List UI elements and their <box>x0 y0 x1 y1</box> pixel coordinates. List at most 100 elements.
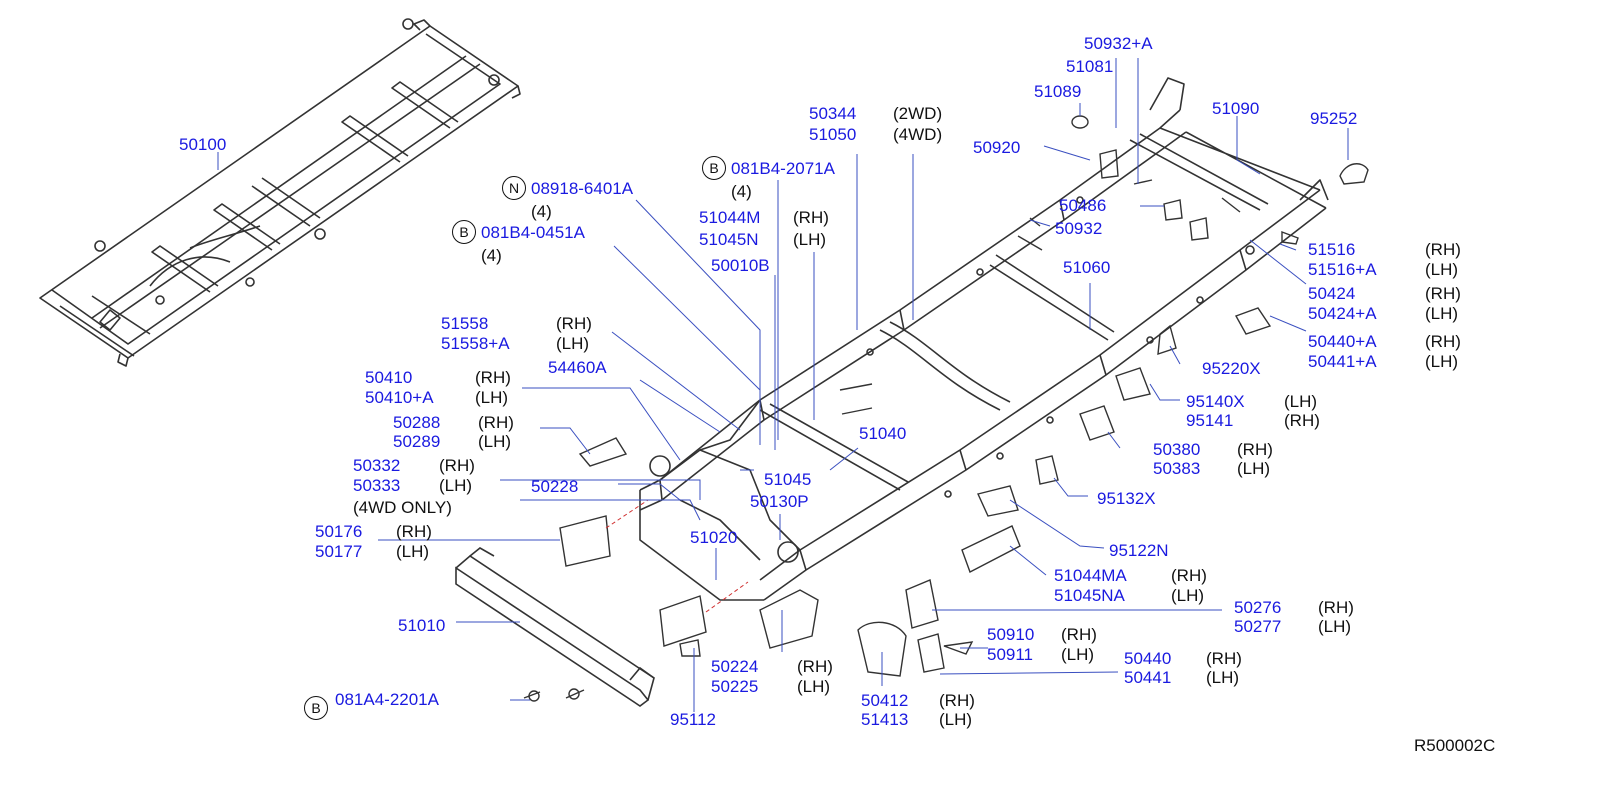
side-rh: (RH) <box>1237 440 1273 459</box>
label-50288[interactable]: 50288 <box>393 413 441 432</box>
note-4wd-only: (4WD ONLY) <box>353 498 452 517</box>
side-rh: (RH) <box>1284 411 1320 430</box>
small-parts-illustration <box>523 115 1369 702</box>
label-50412[interactable]: 50412 <box>861 691 909 710</box>
side-lh: (LH) <box>1171 586 1205 605</box>
side-rh: (RH) <box>797 657 833 676</box>
side-lh: (LH) <box>475 388 509 407</box>
label-51413[interactable]: 51413 <box>861 710 909 729</box>
label-50277[interactable]: 50277 <box>1234 617 1282 636</box>
label-50333[interactable]: 50333 <box>353 476 401 495</box>
label-50100[interactable]: 50100 <box>179 135 227 154</box>
label-081b4-0451a[interactable]: 081B4-0451A <box>481 223 585 242</box>
label-51060[interactable]: 51060 <box>1063 258 1111 277</box>
label-95132x[interactable]: 95132X <box>1097 489 1156 508</box>
overview-frame-illustration <box>39 18 521 367</box>
label-51020[interactable]: 51020 <box>690 528 738 547</box>
qty-4: (4) <box>731 182 752 201</box>
side-lh: (LH) <box>1237 459 1271 478</box>
label-51516[interactable]: 51516 <box>1308 240 1356 259</box>
label-51045n[interactable]: 51045N <box>699 230 759 249</box>
label-50010b[interactable]: 50010B <box>711 256 770 275</box>
label-95140x[interactable]: 95140X <box>1186 392 1245 411</box>
leader-lines <box>378 58 1349 712</box>
side-rh: (RH) <box>439 456 475 475</box>
side-rh: (RH) <box>793 208 829 227</box>
side-rh: (RH) <box>556 314 592 333</box>
label-95112[interactable]: 95112 <box>670 710 717 729</box>
label-50410a[interactable]: 50410+A <box>365 388 434 407</box>
label-50224[interactable]: 50224 <box>711 657 759 676</box>
label-51045[interactable]: 51045 <box>764 470 812 489</box>
side-lh: (LH) <box>1425 352 1459 371</box>
label-50177[interactable]: 50177 <box>315 542 363 561</box>
label-50920[interactable]: 50920 <box>973 138 1021 157</box>
main-frame-illustration <box>639 77 1329 601</box>
label-95252[interactable]: 95252 <box>1310 109 1358 128</box>
side-rh: (RH) <box>1425 284 1461 303</box>
label-54460a[interactable]: 54460A <box>548 358 607 377</box>
label-50424a[interactable]: 50424+A <box>1308 304 1377 323</box>
side-rh: (RH) <box>396 522 432 541</box>
label-51090[interactable]: 51090 <box>1212 99 1260 118</box>
side-lh: (LH) <box>1425 260 1459 279</box>
label-51050[interactable]: 51050 <box>809 125 857 144</box>
qty-4: (4) <box>481 246 502 265</box>
label-50289[interactable]: 50289 <box>393 432 441 451</box>
side-lh: (LH) <box>1061 645 1095 664</box>
label-50440a[interactable]: 50440+A <box>1308 332 1377 351</box>
label-95220x[interactable]: 95220X <box>1202 359 1261 378</box>
bolt-b-icon: B <box>304 696 328 720</box>
label-081b4-2071a[interactable]: 081B4-2071A <box>731 159 835 178</box>
label-51516a[interactable]: 51516+A <box>1308 260 1377 279</box>
label-50410[interactable]: 50410 <box>365 368 413 387</box>
qty-4: (4) <box>531 202 552 221</box>
label-50424[interactable]: 50424 <box>1308 284 1356 303</box>
label-50380[interactable]: 50380 <box>1153 440 1201 459</box>
label-51081[interactable]: 51081 <box>1066 57 1114 76</box>
label-51558[interactable]: 51558 <box>441 314 489 333</box>
side-lh: (LH) <box>1206 668 1240 687</box>
label-51040[interactable]: 51040 <box>859 424 907 443</box>
side-lh: (LH) <box>1284 392 1318 411</box>
label-50176[interactable]: 50176 <box>315 522 363 541</box>
label-50910[interactable]: 50910 <box>987 625 1035 644</box>
side-lh: (LH) <box>939 710 973 729</box>
label-50332[interactable]: 50332 <box>353 456 401 475</box>
label-95122n[interactable]: 95122N <box>1109 541 1169 560</box>
label-51044m[interactable]: 51044M <box>699 208 761 227</box>
label-50932a[interactable]: 50932+A <box>1084 34 1153 53</box>
label-08918-6401a[interactable]: 08918-6401A <box>531 179 634 198</box>
label-50225[interactable]: 50225 <box>711 677 759 696</box>
side-lh: (LH) <box>1318 617 1352 636</box>
side-lh: (LH) <box>396 542 430 561</box>
side-lh: (LH) <box>556 334 590 353</box>
label-51010[interactable]: 51010 <box>398 616 446 635</box>
label-51558a[interactable]: 51558+A <box>441 334 510 353</box>
label-50383[interactable]: 50383 <box>1153 459 1201 478</box>
label-50440[interactable]: 50440 <box>1124 649 1172 668</box>
label-51045na[interactable]: 51045NA <box>1054 586 1125 605</box>
side-rh: (RH) <box>475 368 511 387</box>
side-lh: (LH) <box>478 432 512 451</box>
side-rh: (RH) <box>1206 649 1242 668</box>
label-50932[interactable]: 50932 <box>1055 219 1103 238</box>
label-50228[interactable]: 50228 <box>531 477 579 496</box>
side-rh: (RH) <box>939 691 975 710</box>
label-50130p[interactable]: 50130P <box>750 492 809 511</box>
label-51089[interactable]: 51089 <box>1034 82 1082 101</box>
label-50486[interactable]: 50486 <box>1059 196 1107 215</box>
label-50276[interactable]: 50276 <box>1234 598 1282 617</box>
label-50911[interactable]: 50911 <box>987 645 1034 664</box>
nut-n-icon: N <box>502 176 526 200</box>
label-95141[interactable]: 95141 <box>1186 411 1234 430</box>
diagram-reference-code: R500002C <box>1414 736 1496 755</box>
front-crossmember-illustration <box>455 547 655 707</box>
label-081a4-2201a[interactable]: 081A4-2201A <box>335 690 439 709</box>
note-2wd: (2WD) <box>893 104 943 123</box>
label-50441a[interactable]: 50441+A <box>1308 352 1377 371</box>
label-50441[interactable]: 50441 <box>1124 668 1172 687</box>
label-51044ma[interactable]: 51044MA <box>1054 566 1127 585</box>
label-50344[interactable]: 50344 <box>809 104 857 123</box>
dashed-alignment-lines <box>605 499 749 613</box>
